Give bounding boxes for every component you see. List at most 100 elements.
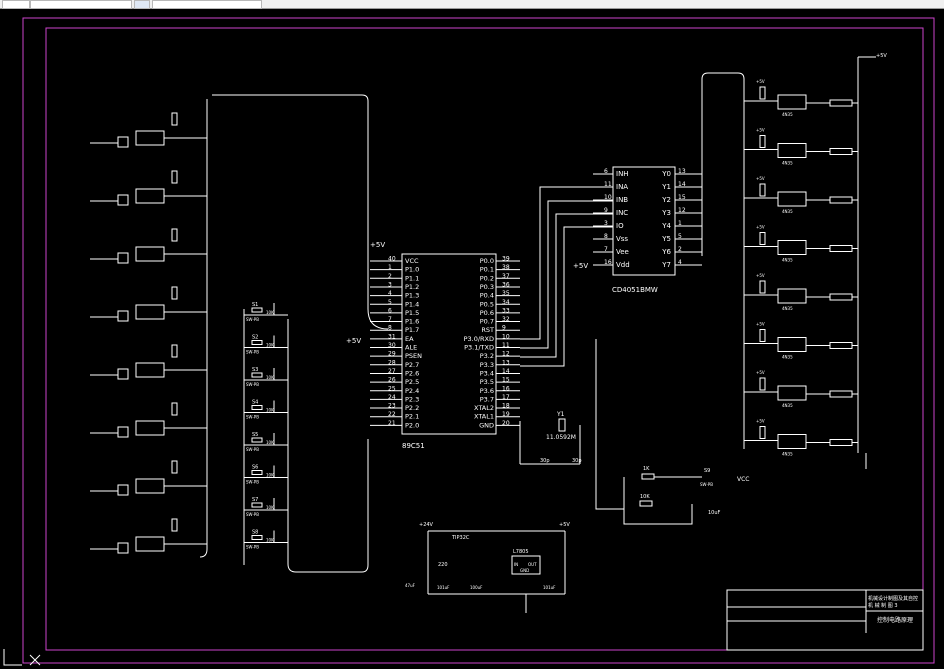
mcu-pin-label: P0.2 (480, 274, 494, 282)
mcu-pin-label: P1.1 (405, 274, 419, 282)
right-vcc-label: +5V (876, 53, 887, 59)
sensor-connector (117, 194, 129, 206)
mcu-pin-number: 18 (502, 403, 510, 410)
mcu-pin-number: 8 (388, 325, 392, 332)
output-optocoupler (777, 143, 807, 158)
mcu-pin-number: 29 (388, 351, 396, 358)
vin-label: +24V (419, 522, 434, 528)
output-resistor (829, 196, 853, 204)
output-optocoupler (777, 191, 807, 207)
mcu-pin-label: XTAL2 (474, 404, 494, 412)
mux-pin-label: Y2 (661, 196, 671, 204)
reg-in-label: IN (514, 562, 518, 567)
mcu-pin-label: P0.1 (480, 266, 494, 274)
mcu-pin-label: P0.6 (480, 309, 494, 317)
mcu-pin-number: 34 (502, 299, 510, 306)
pullup-label: 10K (266, 310, 274, 315)
pullup-label: 10K (266, 375, 274, 380)
mcu-mux-wire (520, 213, 613, 358)
output-resistor (829, 439, 853, 446)
sensor-connector (117, 310, 129, 322)
mcu-pin-label: P0.3 (480, 283, 494, 291)
opto-label: 4N35 (782, 452, 793, 457)
mcu-pin-label: P1.6 (405, 318, 419, 326)
mcu-mux-wire (520, 186, 613, 340)
mcu-pin-number: 1 (388, 264, 392, 271)
toolbar-dropdown-2[interactable] (152, 0, 262, 9)
mcu-pin-number: 21 (388, 420, 396, 427)
mcu-pin-label: P2.5 (405, 378, 419, 386)
mcu-pin-label: P3.5 (480, 378, 494, 386)
mux-pin-number: 3 (604, 220, 608, 227)
mcu-pin-number: 26 (388, 377, 396, 384)
output-resistor (829, 148, 853, 155)
mux-pin-number: 9 (604, 207, 608, 214)
mcu-pin-label: P3.2 (480, 352, 494, 360)
mcu-pin-number: 12 (502, 351, 510, 358)
pullup-resistor (171, 170, 178, 184)
input-optocoupler-array (90, 112, 207, 554)
mcu-pin-number: 30 (388, 342, 396, 349)
mcu-pin-number: 6 (388, 307, 392, 314)
mcu-pin-label: GND (479, 421, 494, 429)
mux-pin-label: Y4 (661, 222, 671, 230)
mcu-pin-number: 13 (502, 359, 510, 366)
switch-label: S2 (252, 335, 258, 341)
reset-r2-label: 10K (640, 494, 650, 500)
mcu-pin-number: 27 (388, 368, 396, 375)
mcu-pin-label: P0.5 (480, 300, 494, 308)
regulator-label: L7805 (513, 549, 529, 555)
opto-label: 4N35 (782, 258, 793, 263)
sensor-connector (117, 368, 129, 380)
mcu-name: 89C51 (402, 442, 425, 450)
reg-cap-4: 101uF (543, 585, 556, 590)
pullup-label: 10K (266, 440, 274, 445)
mux-vdd-label: +5V (573, 262, 588, 270)
mcu-mux-wire (520, 226, 613, 367)
switch-label: S1 (252, 302, 258, 308)
output-supply-label: +5V (756, 128, 765, 133)
output-optocoupler (777, 240, 807, 255)
switch-label: S8 (252, 530, 258, 536)
output-optocoupler (777, 337, 807, 352)
reset-sw-label: S9 (704, 468, 710, 474)
reg-cap-2: 101uF (437, 585, 450, 590)
pullup-resistor (171, 286, 178, 300)
reset-circuit (595, 339, 702, 525)
toolbar-dropdown[interactable] (30, 0, 132, 9)
output-resistor (829, 245, 853, 252)
mcu-pin-label: P2.0 (405, 421, 419, 429)
switch-label: S3 (252, 367, 258, 373)
pullup-label: 10K (266, 505, 274, 510)
mcu-pin-number: 24 (388, 394, 396, 401)
pullup-resistor (171, 402, 178, 416)
mcu-pin-label: P0.7 (480, 318, 494, 326)
mcu-pin-label: P3.7 (480, 395, 494, 403)
opto-label: 4N35 (782, 209, 793, 214)
pullup-label: 10K (266, 408, 274, 413)
mux-pin-label: INA (616, 183, 628, 191)
toolbar-field[interactable] (2, 0, 30, 9)
cad-toolbar (0, 0, 944, 9)
pullup-resistor (171, 460, 178, 474)
sensor-connector (117, 484, 129, 496)
toolbar-icon[interactable] (134, 0, 150, 9)
optocoupler (135, 420, 165, 436)
push-button (251, 470, 263, 475)
switch-type-label: SW-PB (246, 512, 259, 517)
optocoupler (135, 130, 165, 146)
opto-label: 4N35 (782, 161, 793, 166)
reg-cap-3: 100uF (470, 585, 483, 590)
mcu-pin-number: 36 (502, 281, 510, 288)
mcu-pin-label: P1.5 (405, 309, 419, 317)
output-pullup (759, 183, 766, 197)
mcu-pin-label: P3.4 (480, 369, 494, 377)
push-button (251, 502, 263, 508)
mcu-pin-label: XTAL1 (474, 413, 494, 421)
mux-pin-number: 12 (678, 207, 686, 214)
mux-pin-label: Vdd (616, 261, 630, 269)
mcu-pin-number: 28 (388, 359, 396, 366)
opto-label: 4N35 (782, 112, 793, 117)
